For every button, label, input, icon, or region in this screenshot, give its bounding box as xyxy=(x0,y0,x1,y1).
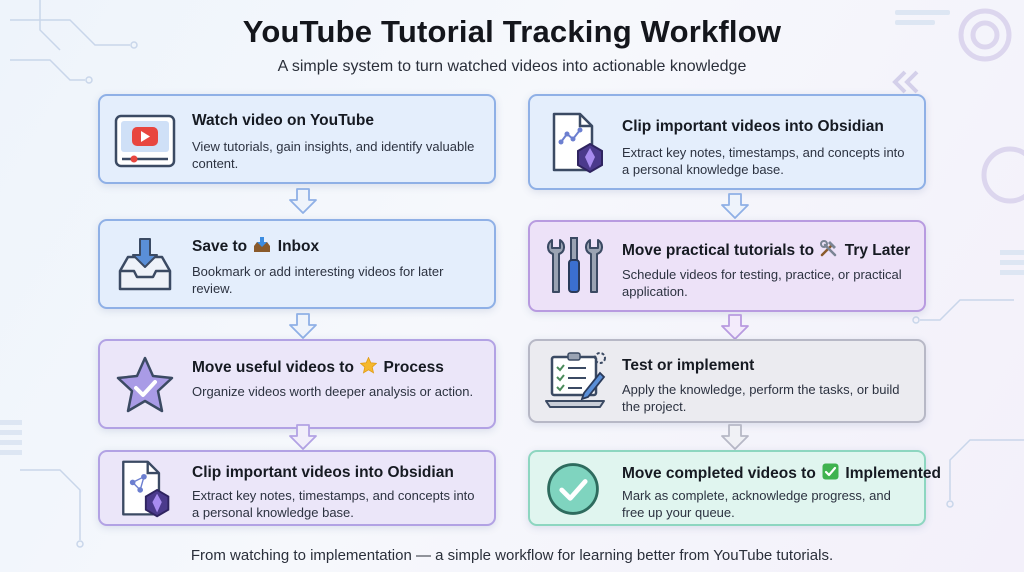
down-arrow-icon xyxy=(289,424,317,450)
step-title-prefix: Move practical tutorials to xyxy=(622,242,815,259)
step-title: Test or implement xyxy=(622,357,755,374)
step-description: Bookmark or add interesting videos for l… xyxy=(192,264,444,296)
step-save-inbox-card: Save to Inbox Bookmark or add interestin… xyxy=(98,219,496,309)
down-arrow-icon xyxy=(721,193,749,219)
step-description: Extract key notes, timestamps, and conce… xyxy=(622,145,905,177)
obsidian-document-icon xyxy=(122,460,170,518)
hammer-wrench-emoji xyxy=(820,240,837,257)
page-subtitle: A simple system to turn watched videos i… xyxy=(277,58,747,75)
step-title-prefix: Move completed videos to xyxy=(622,465,816,482)
check-circle-icon xyxy=(547,463,599,515)
step-implemented-card: Move completed videos to Implemented Mar… xyxy=(528,450,941,526)
step-description: Mark as complete, acknowledge progress, … xyxy=(622,488,891,520)
down-arrow-icon xyxy=(721,424,749,450)
obsidian-document-icon xyxy=(552,112,603,174)
step-title: Clip important videos into Obsidian xyxy=(622,118,884,135)
step-title: Move completed videos to Implemented xyxy=(622,463,941,483)
page-footer: From watching to implementation — a simp… xyxy=(190,547,834,564)
step-process-card: Move useful videos to Process Organize v… xyxy=(98,339,496,429)
step-clip-obsidian-card: Clip important videos into Obsidian Extr… xyxy=(98,450,496,526)
laptop-checklist-icon xyxy=(545,352,606,408)
step-title-suffix: Try Later xyxy=(844,242,911,259)
star-check-icon xyxy=(116,356,174,413)
inbox-tray-emoji xyxy=(254,237,271,252)
step-title: Clip important videos into Obsidian xyxy=(192,464,454,481)
step-try-later-card: Move practical tutorials to Try Later Sc… xyxy=(528,220,926,312)
step-clip-obsidian-right-card: Clip important videos into Obsidian Extr… xyxy=(528,94,926,190)
step-title: Move practical tutorials to Try Later xyxy=(622,240,914,260)
step-description: View tutorials, gain insights, and ident… xyxy=(192,139,475,171)
step-description: Apply the knowledge, perform the tasks, … xyxy=(622,382,900,414)
step-test-implement-card: Test or implement Apply the knowledge, p… xyxy=(528,339,926,423)
star-emoji xyxy=(360,357,378,374)
step-title-prefix: Move useful videos to xyxy=(192,359,354,376)
step-title-suffix: Inbox xyxy=(277,238,320,255)
page-title: YouTube Tutorial Tracking Workflow xyxy=(242,14,782,49)
step-title-prefix: Save to xyxy=(192,238,248,255)
check-mark-emoji xyxy=(822,463,839,480)
step-description: Extract key notes, timestamps, and conce… xyxy=(192,488,475,520)
step-title: Watch video on YouTube xyxy=(192,112,374,129)
down-arrow-icon xyxy=(289,313,317,339)
step-title-suffix: Implemented xyxy=(845,465,942,482)
step-title: Save to Inbox xyxy=(192,237,484,256)
tools-icon xyxy=(547,237,603,293)
step-description: Organize videos worth deeper analysis or… xyxy=(192,384,474,399)
step-description: Schedule videos for testing, practice, o… xyxy=(622,267,902,299)
step-title-suffix: Process xyxy=(383,359,444,376)
video-player-icon xyxy=(114,114,176,168)
down-arrow-icon xyxy=(289,188,317,214)
step-watch-video-card: Watch video on YouTube View tutorials, g… xyxy=(98,94,496,184)
inbox-tray-icon xyxy=(118,238,172,291)
down-arrow-icon xyxy=(721,314,749,340)
step-title: Move useful videos to Process xyxy=(192,357,484,377)
